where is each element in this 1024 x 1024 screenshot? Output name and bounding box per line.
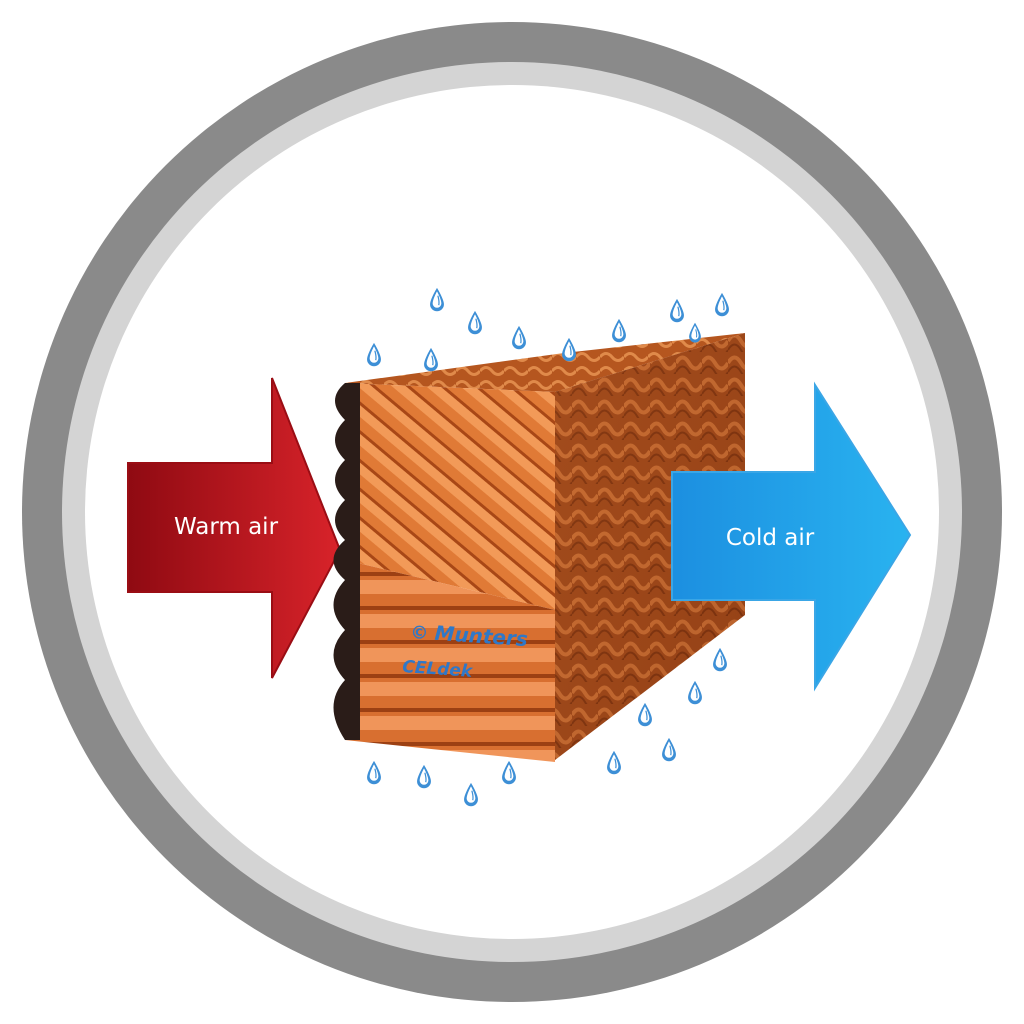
warm-air-arrow: Warm air bbox=[127, 377, 342, 679]
cold-air-label: Cold air bbox=[726, 525, 815, 551]
cold-air-arrow: Cold air bbox=[671, 381, 912, 692]
warm-air-label: Warm air bbox=[174, 514, 279, 540]
pad-front-upper bbox=[345, 383, 555, 610]
warm-arrow-shape bbox=[127, 377, 342, 679]
pad-top-face bbox=[345, 333, 745, 392]
cold-arrow-shape bbox=[671, 381, 912, 692]
brand-celdek: CELdek bbox=[402, 657, 475, 682]
pad-front-lower bbox=[345, 560, 555, 762]
pad-edge bbox=[333, 383, 360, 740]
evaporative-pad: © Munters CELdek bbox=[333, 333, 745, 762]
